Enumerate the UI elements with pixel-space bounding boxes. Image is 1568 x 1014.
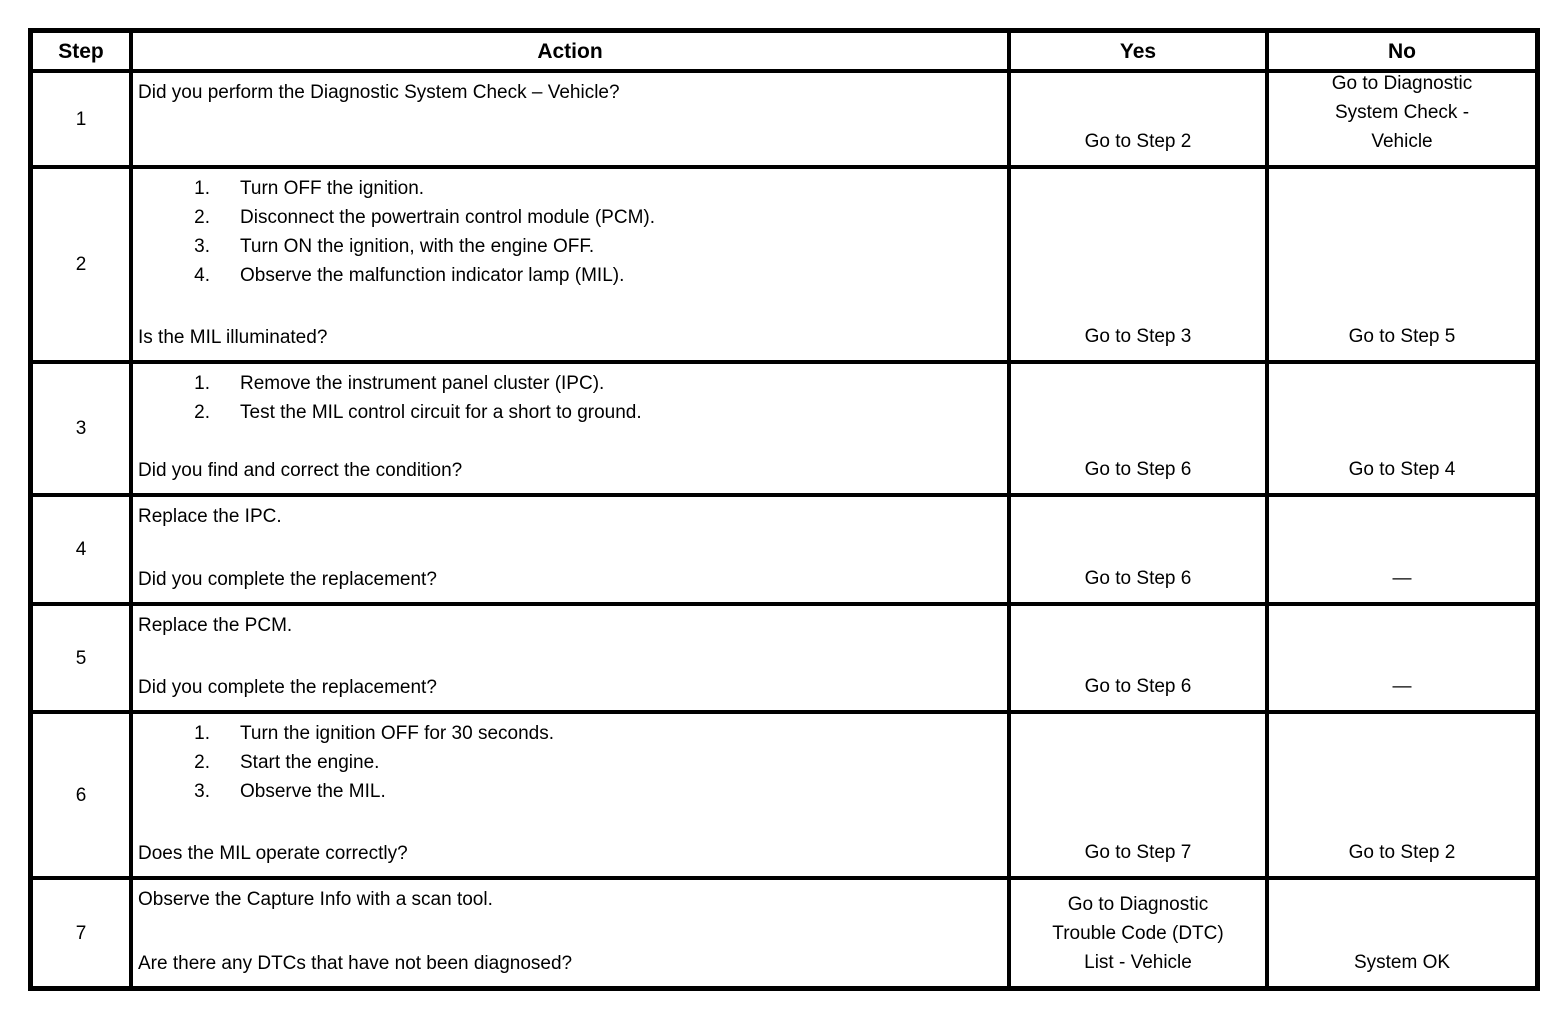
no-cell-6: Go to Step 2	[1269, 714, 1535, 880]
no-text: System OK	[1353, 952, 1451, 973]
no-cell-2: Go to Step 5	[1269, 169, 1535, 364]
list-item-text: Observe the MIL.	[240, 781, 386, 802]
list-item-text: Remove the instrument panel cluster (IPC…	[240, 373, 605, 394]
no-cell-5: —	[1269, 606, 1535, 714]
list-item-number: 1.	[194, 373, 210, 394]
action-cell-3: 1. Remove the instrument panel cluster (I…	[133, 364, 1011, 497]
action-list-item: 4. Observe the malfunction indicator lamp…	[138, 261, 999, 290]
list-item-number: 2.	[194, 207, 210, 228]
yes-cell-6: Go to Step 7	[1011, 714, 1269, 880]
header-cell-no: No	[1269, 33, 1535, 73]
action-cell-7: Observe the Capture Info with a scan too…	[133, 880, 1011, 986]
action-list-item: 2. Test the MIL control circuit for a sho…	[138, 398, 999, 427]
list-item-number: 3.	[194, 236, 210, 257]
action-text: Replace the IPC.	[138, 506, 282, 527]
action-text: Did you perform the Diagnostic System Ch…	[138, 82, 620, 103]
list-item-number: 1.	[194, 723, 210, 744]
action-list-item: 3. Observe the MIL.	[138, 777, 999, 806]
header-cell-yes: Yes	[1011, 33, 1269, 73]
action-text: Replace the PCM.	[138, 615, 293, 636]
list-item-text: Start the engine.	[240, 752, 380, 773]
step-cell-7: 7	[33, 880, 133, 986]
yes-cell-1: Go to Step 2	[1011, 73, 1269, 169]
action-question: Does the MIL operate correctly?	[138, 843, 408, 864]
list-item-text: Test the MIL control circuit for a short…	[240, 402, 642, 423]
header-cell-action: Action	[133, 33, 1011, 73]
no-text: Go to Step 5	[1348, 326, 1456, 347]
yes-cell-7: Go to Diagnostic Trouble Code (DTC) List…	[1011, 880, 1269, 986]
action-text: Observe the Capture Info with a scan too…	[138, 889, 493, 910]
yes-cell-3: Go to Step 6	[1011, 364, 1269, 497]
step-cell-6: 6	[33, 714, 133, 880]
action-list: 1. Remove the instrument panel cluster (I…	[138, 369, 999, 427]
yes-text: Go to Step 6	[1084, 676, 1192, 697]
step-number: 6	[75, 784, 87, 806]
action-question: Is the MIL illuminated?	[138, 327, 328, 348]
step-number: 7	[75, 922, 87, 944]
list-item-text: Turn OFF the ignition.	[240, 178, 425, 199]
header-no-label: No	[1388, 39, 1416, 63]
action-cell-2: 1. Turn OFF the ignition. 2. Disconnect th…	[133, 169, 1011, 364]
step-number: 4	[75, 539, 87, 560]
step-cell-5: 5	[33, 606, 133, 714]
step-number: 2	[75, 254, 87, 275]
step-cell-4: 4	[33, 497, 133, 606]
yes-text: Go to Step 2	[1084, 131, 1192, 152]
yes-text: Go to Step 6	[1084, 459, 1192, 480]
step-number: 1	[75, 108, 87, 130]
no-text: Go to Step 2	[1348, 842, 1456, 863]
list-item-number: 3.	[194, 781, 210, 802]
no-text: Go to Diagnostic System Check - Vehicle	[1331, 73, 1473, 152]
action-question: Did you complete the replacement?	[138, 677, 437, 698]
yes-cell-5: Go to Step 6	[1011, 606, 1269, 714]
action-cell-5: Replace the PCM. Did you complete the re…	[133, 606, 1011, 714]
list-item-number: 2.	[194, 752, 210, 773]
action-list-item: 3. Turn ON the ignition, with the engine …	[138, 232, 999, 261]
action-list-item: 1. Turn OFF the ignition.	[138, 174, 999, 203]
yes-text: Go to Step 3	[1084, 326, 1192, 347]
no-text: —	[1392, 568, 1412, 589]
action-list-item: 1. Turn the ignition OFF for 30 seconds.	[138, 719, 999, 748]
list-item-text: Turn the ignition OFF for 30 seconds.	[240, 723, 555, 744]
diagnostic-table: Step Action Yes No 1 Did you perform the…	[28, 28, 1540, 991]
header-yes-label: Yes	[1119, 39, 1157, 63]
action-cell-6: 1.Turn the ignition OFF for 30 seconds. …	[133, 714, 1011, 880]
action-cell-4: Replace the IPC. Did you complete the re…	[133, 497, 1011, 606]
action-question: Are there any DTCs that have not been di…	[138, 953, 573, 974]
no-cell-3: Go to Step 4	[1269, 364, 1535, 497]
header-action-label: Action	[537, 39, 603, 63]
action-list-item: 1. Remove the instrument panel cluster (I…	[138, 369, 999, 398]
no-text: —	[1392, 676, 1412, 697]
action-question: Did you complete the replacement?	[138, 569, 437, 590]
no-cell-4: —	[1269, 497, 1535, 606]
step-cell-2: 2	[33, 169, 133, 364]
action-list-item: 2. Start the engine.	[138, 748, 999, 777]
step-cell-3: 3	[33, 364, 133, 497]
yes-cell-4: Go to Step 6	[1011, 497, 1269, 606]
list-item-text: Turn ON the ignition, with the engine OF…	[240, 236, 595, 257]
step-number: 3	[75, 418, 87, 439]
list-item-text: Observe the malfunction indicator lamp (…	[240, 265, 625, 286]
list-item-number: 4.	[194, 265, 210, 286]
list-item-text: Disconnect the powertrain control module…	[240, 207, 656, 228]
no-text: Go to Step 4	[1348, 459, 1456, 480]
list-item-number: 1.	[194, 178, 210, 199]
yes-text: Go to Step 7	[1084, 842, 1192, 863]
action-question: Did you find and correct the condition?	[138, 460, 463, 481]
yes-cell-2: Go to Step 3	[1011, 169, 1269, 364]
no-cell-1: Go to Diagnostic System Check - Vehicle	[1269, 73, 1535, 169]
step-number: 5	[75, 647, 87, 669]
header-step-label: Step	[58, 39, 104, 63]
step-cell-1: 1	[33, 73, 133, 169]
header-cell-step: Step	[33, 33, 133, 73]
action-cell-1: Did you perform the Diagnostic System Ch…	[133, 73, 1011, 169]
action-list-item: 2. Disconnect the powertrain control modu…	[138, 203, 999, 232]
action-list: 1. Turn OFF the ignition. 2. Disconnect th…	[138, 174, 999, 290]
yes-text: Go to Step 6	[1084, 568, 1192, 589]
yes-text: Go to Diagnostic Trouble Code (DTC) List…	[1052, 894, 1224, 973]
no-cell-7: System OK	[1269, 880, 1535, 986]
action-list: 1.Turn the ignition OFF for 30 seconds. …	[138, 719, 999, 806]
list-item-number: 2.	[194, 402, 210, 423]
